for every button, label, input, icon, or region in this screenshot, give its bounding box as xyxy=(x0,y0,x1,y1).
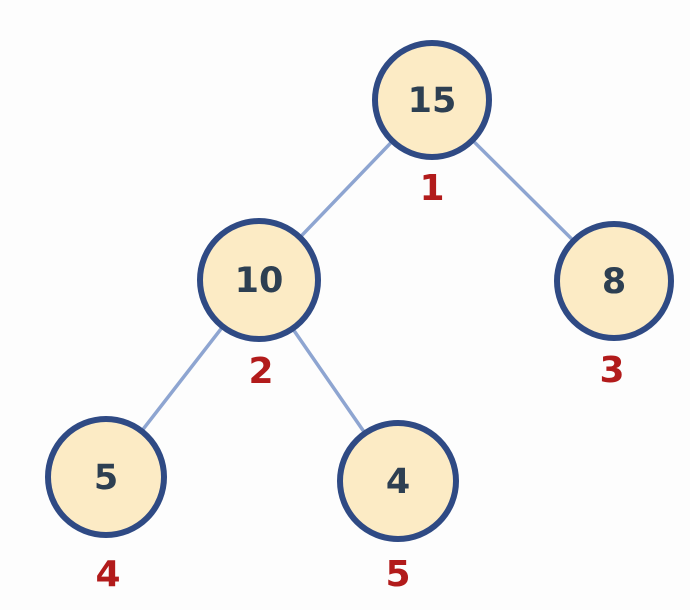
node-value: 15 xyxy=(408,81,457,121)
node-value: 8 xyxy=(602,262,626,302)
node-circle xyxy=(197,218,321,342)
edge-n1-n2 xyxy=(298,139,395,240)
edge-n2-n5 xyxy=(290,326,367,436)
tree-node-n4: 54 xyxy=(45,416,167,595)
tree-node-n1: 15 1 xyxy=(372,40,492,209)
node-index-label: 3 xyxy=(599,350,624,391)
node-value: 10 xyxy=(235,261,284,301)
edge-n1-n3 xyxy=(470,138,576,243)
node-value: 5 xyxy=(94,458,118,498)
node-index-label: 5 xyxy=(385,554,410,595)
node-index-label: 4 xyxy=(95,554,120,595)
tree-node-n3: 83 xyxy=(554,221,674,391)
tree-node-n5: 45 xyxy=(337,420,459,595)
node-value: 4 xyxy=(386,462,410,502)
node-circle xyxy=(337,420,459,542)
node-index-label: 2 xyxy=(248,351,273,392)
node-circle xyxy=(45,416,167,538)
tree-node-n2: 10 2 xyxy=(197,218,321,392)
node-circle xyxy=(554,221,674,341)
edge-n2-n4 xyxy=(139,324,225,433)
node-circle xyxy=(372,40,492,160)
edges-layer xyxy=(139,138,576,436)
node-index-label: 1 xyxy=(419,168,444,209)
